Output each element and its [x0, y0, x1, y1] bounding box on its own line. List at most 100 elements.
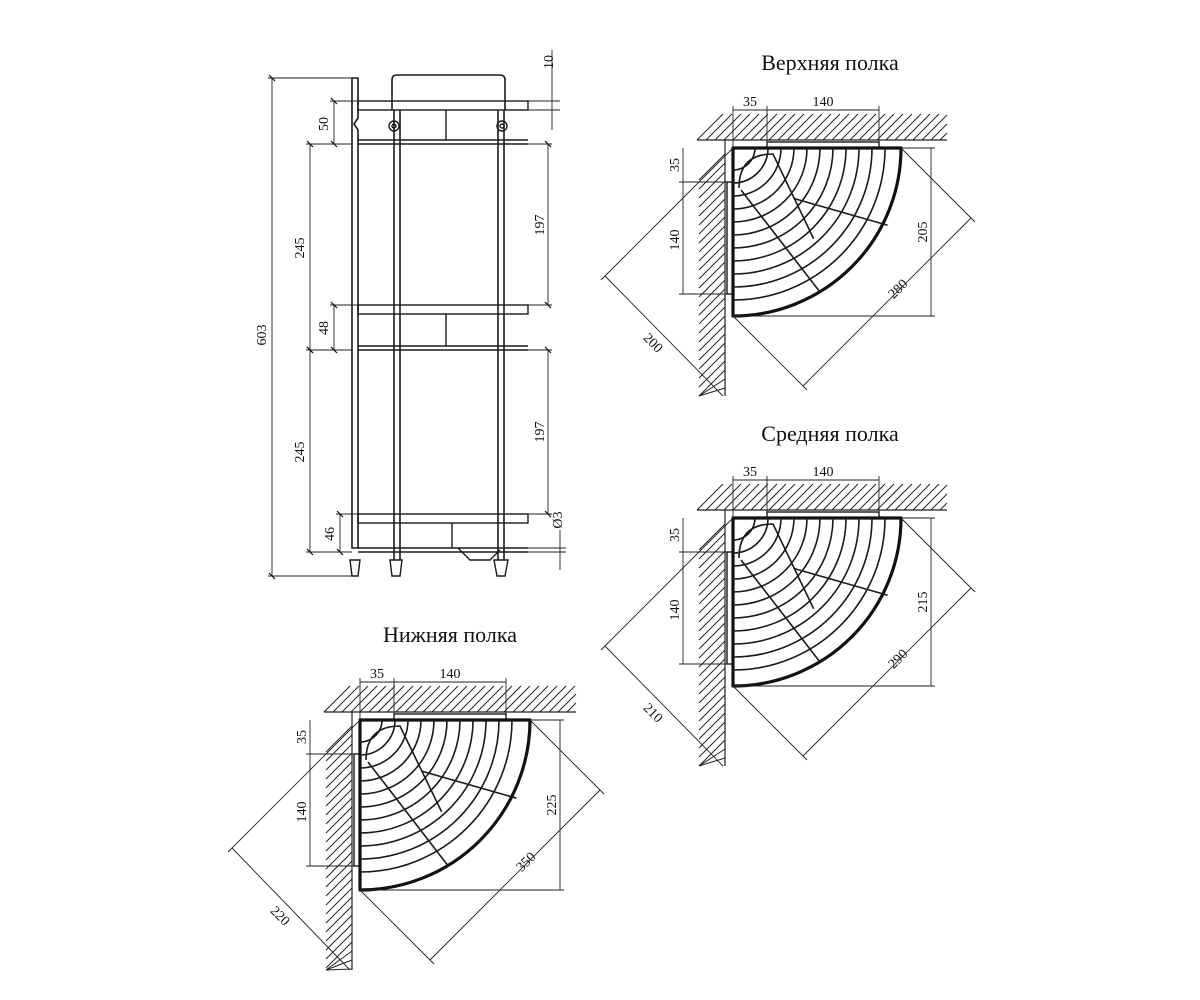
hatch-line [804, 113, 832, 141]
shelf-arc [732, 517, 860, 645]
hatch-line [332, 685, 360, 713]
dim-top-gap: 10 [542, 55, 557, 69]
dim-ext [732, 315, 808, 391]
shelf-arc [359, 719, 396, 756]
front-hoop [391, 74, 506, 110]
dim-top-shelf-depth: 50 [317, 117, 332, 131]
hatch-line [795, 483, 823, 511]
dim-span-left-1: 245 [293, 238, 308, 259]
hatch-line [539, 685, 567, 713]
shelf-loop [365, 725, 443, 813]
hatch-line [777, 483, 805, 511]
hatch-line [698, 685, 726, 713]
hatch-line [741, 113, 769, 141]
shelf-arc [732, 517, 769, 554]
dim-label-diag: 210 [640, 701, 665, 726]
hatch-line [325, 860, 353, 888]
hatch-line [431, 685, 459, 713]
hatch-line [325, 806, 353, 834]
hatch-line [325, 851, 353, 879]
shelf-arc [732, 517, 886, 671]
shelf-rib [793, 197, 888, 227]
dim-label-width: 280 [886, 277, 911, 302]
hatch-line [921, 114, 948, 141]
hatch-line [759, 113, 787, 141]
hatch-line [698, 676, 726, 704]
hatch-line [894, 483, 922, 511]
hatch-line [768, 483, 796, 511]
hatch-line [359, 685, 387, 713]
dim-label-width: 290 [886, 647, 911, 672]
hatch-line [325, 743, 353, 771]
hatch-line [894, 113, 922, 141]
shelf-arc [732, 147, 782, 197]
shelf-outline [731, 146, 903, 318]
screw-icon [388, 120, 400, 132]
hatch-line [903, 113, 931, 141]
hatch-line [741, 483, 769, 511]
hatch-line [849, 113, 877, 141]
hatch-line [696, 483, 724, 511]
dim-label-c: 35 [295, 730, 310, 744]
hatch-line [698, 324, 726, 352]
dim-line [231, 847, 351, 971]
dim-ext [732, 685, 808, 761]
hatch-line [698, 162, 726, 190]
dim-ext [359, 889, 435, 965]
hatch-line [750, 483, 778, 511]
dim-label-d: 140 [295, 802, 310, 823]
hatch-line [732, 483, 760, 511]
bottom-shelf-plate [357, 513, 529, 524]
shelf-loop [738, 153, 815, 240]
hatch-line [840, 113, 868, 141]
hatch-line [323, 685, 351, 713]
dim-ext [529, 719, 605, 795]
hatch-line [849, 483, 877, 511]
top-shelf-plate [357, 100, 529, 111]
hatch-line [698, 757, 726, 767]
dim-label-width: 350 [514, 850, 539, 875]
hatch-line [503, 685, 531, 713]
hatch-line [912, 483, 940, 511]
hatch-line [325, 797, 353, 825]
hatch-line [714, 483, 742, 511]
dim-span-right-2: 197 [533, 422, 548, 443]
shelf-rib [793, 567, 888, 597]
hatch-line [903, 483, 931, 511]
hatch-line [698, 306, 726, 334]
shelf-arc [732, 517, 795, 580]
dim-label-a: 35 [370, 667, 384, 682]
hatch-line [325, 887, 353, 915]
dim-label-a: 35 [743, 465, 757, 480]
shelf-outline [358, 718, 532, 892]
hatch-line [386, 685, 414, 713]
hatch-line [698, 207, 726, 235]
shelf-title: Верхняя полка [761, 50, 899, 75]
shelf-loop [738, 523, 815, 610]
dim-ext [600, 147, 734, 281]
hatch-line [325, 869, 353, 897]
hatch-line [698, 658, 726, 686]
shelf-arc [732, 147, 821, 236]
hatch-line [698, 297, 726, 325]
shelf-rib [367, 761, 450, 867]
screw-icon [496, 120, 508, 132]
hatch-line [698, 351, 726, 379]
hatch-line [325, 833, 353, 861]
shelf-rib [420, 770, 517, 799]
shelf-arc [732, 147, 847, 262]
hatch-line [698, 189, 726, 217]
hatch-line [698, 198, 726, 226]
shelf-arc [732, 147, 756, 171]
dim-bottom-shelf-depth: 46 [323, 527, 338, 541]
side-view: 603 245 245 50 48 46 10 197 [255, 50, 566, 580]
shelf-arc [732, 147, 886, 301]
hatch-line [698, 640, 726, 668]
dim-ext [900, 147, 976, 223]
hatch-line [705, 483, 733, 511]
hatch-line [325, 788, 353, 816]
hatch-line [732, 113, 760, 141]
hatch-line [831, 483, 859, 511]
